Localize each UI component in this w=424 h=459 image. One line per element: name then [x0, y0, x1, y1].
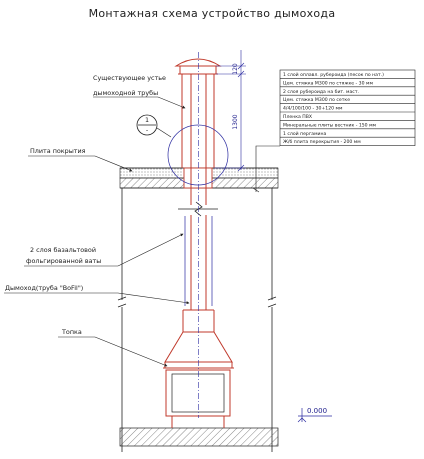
level-mark: [297, 408, 332, 423]
basalt-label-line1: 2 слоя базальтовой: [30, 246, 96, 254]
roof-layers-list: 1 слой оплавл. рубероида (песок по нат.)…: [283, 71, 384, 145]
detail-node-circle: [136, 114, 229, 186]
height-dimension: [214, 50, 246, 172]
firebox-label: Топка: [61, 328, 82, 336]
roof-slab-label-group: Плита покрытия: [28, 147, 133, 172]
node-marker-top: 1: [145, 116, 149, 124]
roof-layer-item: Ж/б плита перекрытия - 200 мм: [283, 139, 361, 145]
roof-layer-item: Минеральные плиты вестник - 150 мм: [283, 122, 377, 128]
level-mark-value: 0.000: [307, 407, 327, 415]
existing-mouth-label-group: Существующее устье дымоходной трубы: [93, 74, 186, 109]
room-walls: [117, 188, 277, 452]
firebox: [165, 369, 231, 428]
chimney-pipe-label-group: Дымоход(труба "BoFil"): [4, 284, 190, 305]
node-marker-bottom: -: [146, 126, 148, 134]
roof-layer-item: 1 слой оплавл. рубероида (песок по нат.): [283, 71, 384, 78]
roof-layer-item: Цем. стяжка М300 по стяжке - 30 мм: [283, 80, 373, 86]
roof-layers-table: [252, 69, 416, 193]
existing-mouth-label-line2: дымоходной трубы: [93, 89, 158, 97]
floor-slab: [119, 427, 279, 447]
chimney-outer-above-roof: [181, 74, 215, 168]
roof-layer-item: Пленка ПВХ: [283, 114, 312, 120]
above-roof-height-dimension: 1300: [232, 114, 239, 129]
roof-layer-item: 4/4/100/100 - 30+120 мм: [283, 106, 343, 112]
roof-pass-through: [183, 167, 213, 189]
basalt-label-group: 2 слоя базальтовой фольгированной ваты: [24, 233, 184, 267]
roof-slab-label: Плита покрытия: [30, 147, 86, 155]
basalt-insulation: [184, 216, 213, 306]
roof-layer-item: 1 слой пергамина: [283, 130, 327, 137]
break-symbol: [178, 201, 218, 217]
diagram-title: Монтажная схема устройство дымохода: [89, 7, 336, 20]
cap-height-dimension: 120: [232, 63, 239, 75]
basalt-label-line2: фольгированной ваты: [26, 257, 101, 265]
firebox-label-group: Топка: [58, 328, 168, 367]
chimney-cap: [174, 58, 222, 75]
chimney-pipe-label: Дымоход(труба "BoFil"): [5, 284, 83, 292]
roof-layer-item: Цем. стяжка М300 по сетке: [283, 97, 350, 103]
roof-layer-item: 2 слоя рубероида на бит. маст.: [283, 89, 359, 95]
existing-mouth-label-line1: Существующее устье: [93, 74, 166, 82]
